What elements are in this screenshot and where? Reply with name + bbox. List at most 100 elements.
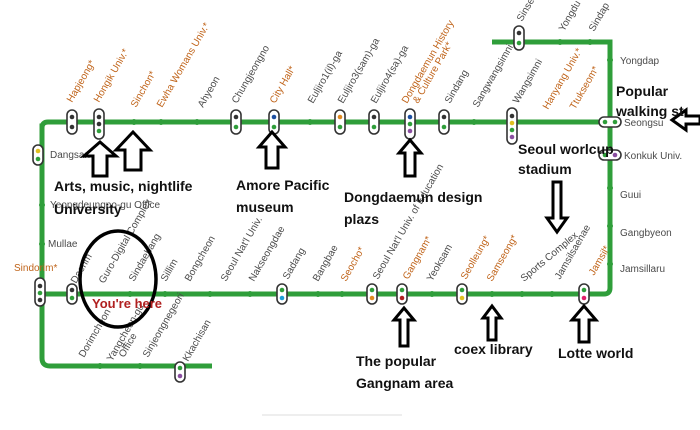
station-label-chungjeongno: Chungjeongno (230, 43, 272, 105)
annotation-stadium-2: stadium (518, 161, 572, 177)
track-west (39, 123, 212, 369)
station-label-mullae: Mullae (48, 239, 78, 250)
station-label-konkuk: Konkuk Univ. (624, 151, 682, 162)
station-label-yongdap: Yongdap (620, 56, 660, 67)
station-label-dangsan: Dangsan (50, 150, 90, 161)
station-dot (607, 223, 613, 229)
annotation-ddp-2: plazs (344, 211, 379, 227)
up-arrow (395, 137, 425, 178)
transfer-pill (578, 283, 590, 305)
station-dot (127, 291, 133, 297)
station-dot (587, 39, 593, 45)
station-label-guui: Guui (620, 190, 641, 201)
station-label-wangsimni: Wangsimni (511, 57, 545, 105)
transfer-pill (66, 109, 78, 135)
station-dot (137, 363, 143, 369)
station-dot (194, 119, 200, 125)
station-label-jamsillaru: Jamsillaru (620, 264, 665, 275)
station-label-hongik: Hongik Univ.* (92, 47, 131, 104)
transfer-pill (368, 109, 380, 135)
station-dot (489, 291, 495, 297)
station-dot (158, 119, 164, 125)
transfer-pill (438, 109, 450, 135)
annotation-walking-1: Popular (616, 83, 669, 99)
station-label-bangbae: Bangbae (311, 243, 341, 284)
annotations: Arts, music, nightlife University Amore … (54, 83, 684, 391)
station-label-sangwangsimni: Sangwangsimni (471, 43, 516, 110)
annotation-lotte: Lotte world (558, 345, 633, 361)
transfer-pill (66, 283, 78, 305)
station-dot (307, 119, 313, 125)
station-dot (607, 261, 613, 267)
station-label-yeongdeungpo-office: Yeongdeungpo-gu Office (50, 200, 161, 211)
transfer-pill (334, 109, 346, 135)
annotation-arts-music: Arts, music, nightlife (54, 178, 193, 194)
transfer-pill (32, 144, 44, 166)
annotation-walking-2: walking st (615, 103, 684, 119)
station-dot (607, 57, 613, 63)
station-dot (97, 363, 103, 369)
transfer-pill (276, 283, 288, 305)
here-circle (78, 229, 158, 329)
transfer-pill (174, 361, 186, 383)
station-dot (471, 119, 477, 125)
annotation-amore-2: museum (236, 199, 294, 215)
annotation-stadium-1: Seoul worlcup (518, 141, 614, 157)
station-labels-right: Yongdap Seongsu Konkuk Univ. Guui Gangby… (620, 56, 682, 275)
station-label-sinseol: Sinseol-d (515, 0, 545, 24)
station-dot (39, 202, 45, 208)
annotation-ddp-1: Dongdaemun design (344, 189, 482, 205)
transfer-pill (598, 116, 622, 128)
transfer-pill (506, 107, 518, 145)
station-label-kkachisan: Kkachisan (181, 318, 214, 363)
annotation-coex: coex library (454, 341, 533, 357)
transfer-pill (366, 283, 378, 305)
station-dot (519, 291, 525, 297)
transfer-stations (32, 25, 622, 383)
station-label-gangbyeon: Gangbyeon (620, 228, 672, 239)
station-label-sinchon: Sinchon* (129, 69, 159, 109)
up-arrow (568, 303, 600, 344)
up-arrow (480, 303, 504, 342)
transfer-pill (230, 109, 242, 135)
station-label-city-hall: City Hall* (268, 64, 298, 105)
station-labels-top: Hapjeong* Hongik Univ.* Sinchon* Ewha Wo… (65, 0, 612, 112)
annotation-you-are-here: You're here (92, 296, 162, 311)
station-label-yeoksam: Yeoksam (425, 243, 455, 284)
station-dots (39, 39, 613, 369)
transfer-pill (34, 277, 46, 307)
track-seongsu-branch (492, 39, 613, 122)
annotation-arrows (80, 107, 700, 348)
station-labels-left: Dangsan Yeongdeungpo-gu Office Mullae Si… (14, 150, 161, 274)
divider (262, 414, 402, 416)
transfer-pill (598, 149, 622, 161)
down-arrow (544, 180, 570, 235)
station-label-seongsu: Seongsu (624, 118, 663, 129)
station-dot (315, 291, 321, 297)
transfer-pill (456, 283, 468, 305)
station-label-seocho: Seocho* (339, 245, 367, 283)
transfer-pill (513, 25, 525, 51)
transfer-pill (268, 109, 280, 135)
station-label-sillim: Sillim (159, 257, 180, 283)
up-arrow (390, 305, 418, 348)
station-dot (207, 291, 213, 297)
station-label-sadang: Sadang (281, 246, 308, 281)
station-dot (162, 291, 168, 297)
up-arrow (80, 140, 120, 178)
transfer-pill (93, 108, 105, 140)
annotation-university: University (54, 201, 122, 217)
station-label-yongdu: Yongdu (557, 0, 583, 34)
annotation-amore-1: Amore Pacific (236, 177, 330, 193)
station-label-ahyeon: Ahyeon (196, 75, 222, 110)
station-dot (429, 291, 435, 297)
transfer-pill (396, 283, 408, 305)
up-arrow (112, 129, 154, 172)
left-arrow (669, 107, 700, 133)
station-dot (607, 185, 613, 191)
station-dot (39, 241, 45, 247)
station-label-sindang: Sindang (443, 68, 471, 105)
station-label-sindap: Sindap (587, 1, 612, 34)
